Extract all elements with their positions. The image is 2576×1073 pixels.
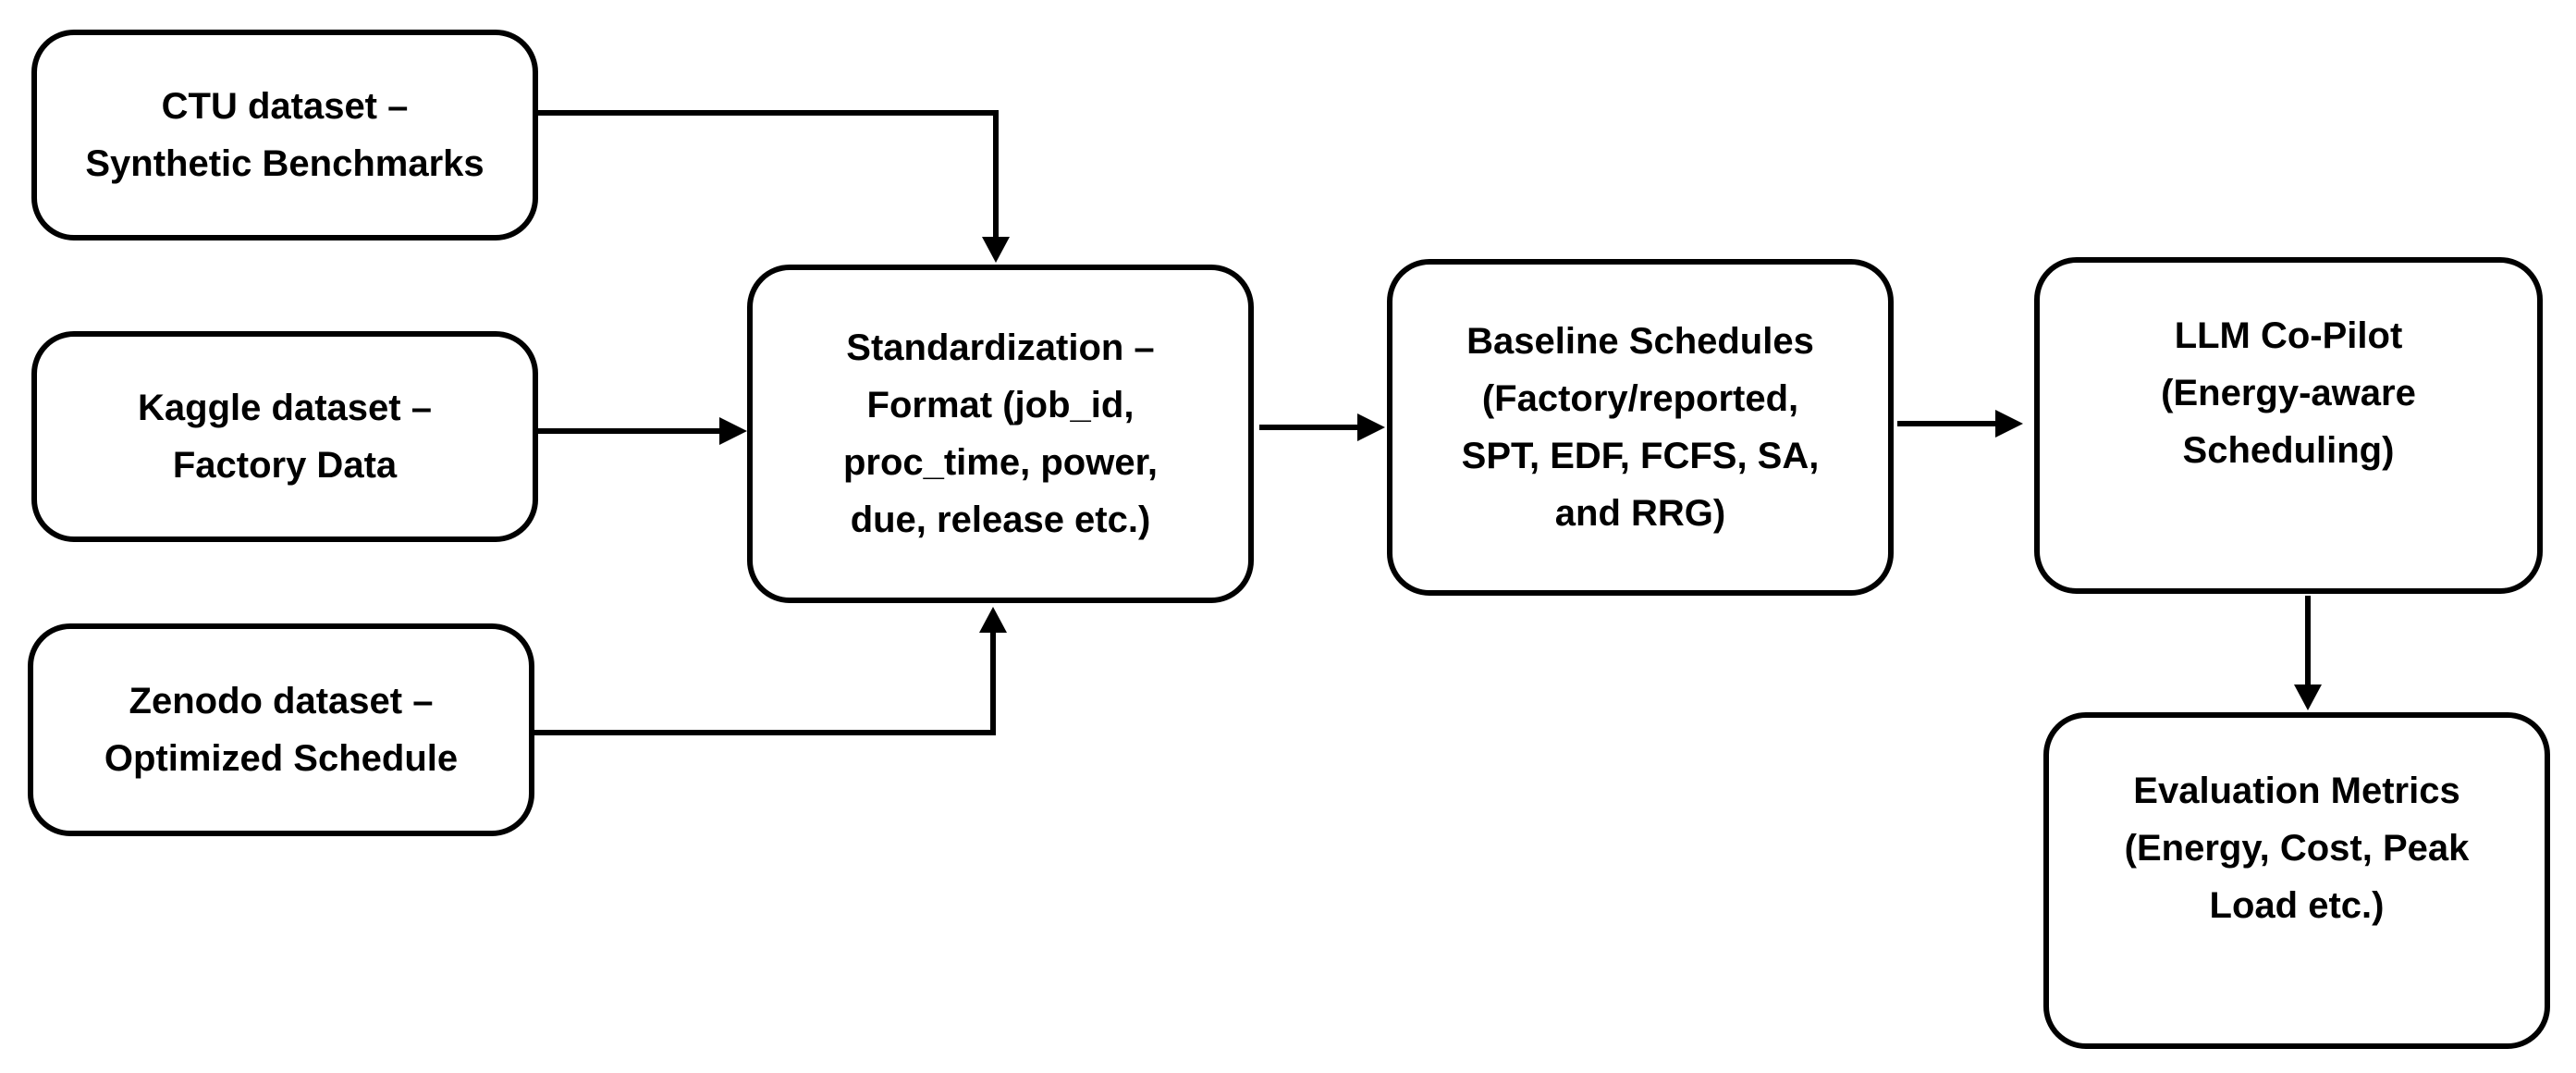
arrowhead-kaggle-to-standardization bbox=[719, 417, 747, 445]
node-standardization-line-1: Standardization – bbox=[846, 327, 1155, 368]
node-baseline-line-3: SPT, EDF, FCFS, SA, bbox=[1461, 436, 1820, 476]
node-kaggle-dataset: Kaggle dataset – Factory Data bbox=[31, 331, 538, 542]
node-kaggle-line-2: Factory Data bbox=[172, 445, 398, 486]
arrowhead-standardization-to-baseline bbox=[1357, 413, 1385, 441]
arrowhead-zenodo-to-standardization bbox=[979, 607, 1007, 633]
node-ctu-line-2: Synthetic Benchmarks bbox=[85, 143, 485, 184]
node-metrics-line-1: Evaluation Metrics bbox=[2133, 771, 2460, 811]
node-baseline-schedules: Baseline Schedules (Factory/reported, SP… bbox=[1387, 259, 1894, 596]
node-metrics-line-2: (Energy, Cost, Peak bbox=[2124, 828, 2470, 869]
node-ctu-line-1: CTU dataset – bbox=[161, 86, 409, 127]
edge-zenodo-to-standardization bbox=[533, 627, 996, 735]
node-ctu-dataset: CTU dataset – Synthetic Benchmarks bbox=[31, 30, 538, 240]
node-standardization-line-4: due, release etc.) bbox=[850, 500, 1151, 540]
node-llm-line-2: (Energy-aware bbox=[2161, 373, 2416, 413]
arrowhead-llm-to-metrics bbox=[2294, 684, 2322, 710]
node-standardization-line-3: proc_time, power, bbox=[842, 442, 1159, 483]
arrowhead-ctu-to-standardization bbox=[982, 237, 1010, 263]
node-metrics-line-3: Load etc.) bbox=[2209, 885, 2385, 926]
node-baseline-line-4: and RRG) bbox=[1554, 493, 1726, 534]
edge-ctu-to-standardization bbox=[536, 110, 999, 242]
arrowhead-baseline-to-llm bbox=[1995, 410, 2023, 438]
node-evaluation-metrics: Evaluation Metrics (Energy, Cost, Peak L… bbox=[2043, 712, 2550, 1049]
node-zenodo-line-2: Optimized Schedule bbox=[104, 738, 459, 779]
node-baseline-line-2: (Factory/reported, bbox=[1481, 378, 1799, 419]
node-llm-line-1: LLM Co-Pilot bbox=[2174, 315, 2403, 356]
node-standardization: Standardization – Format (job_id, proc_t… bbox=[747, 265, 1254, 603]
node-zenodo-line-1: Zenodo dataset – bbox=[129, 681, 434, 722]
node-standardization-line-2: Format (job_id, bbox=[866, 385, 1135, 426]
node-llm-line-3: Scheduling) bbox=[2182, 430, 2395, 471]
node-baseline-line-1: Baseline Schedules bbox=[1466, 321, 1814, 362]
node-llm-copilot: LLM Co-Pilot (Energy-aware Scheduling) bbox=[2034, 257, 2543, 594]
node-zenodo-dataset: Zenodo dataset – Optimized Schedule bbox=[28, 623, 534, 836]
node-kaggle-line-1: Kaggle dataset – bbox=[138, 388, 432, 428]
